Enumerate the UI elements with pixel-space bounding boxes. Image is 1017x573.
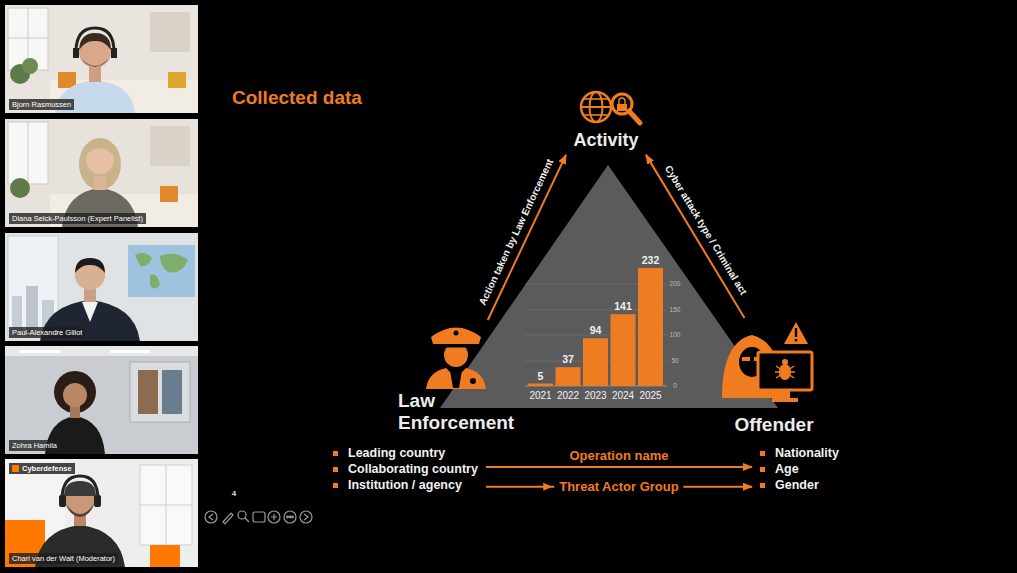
connector-arrow (646, 155, 745, 318)
bullet-square (333, 451, 338, 456)
participant-name: Zohra Hamila (9, 440, 60, 451)
bullet-square (333, 483, 338, 488)
hacker-icon (722, 322, 812, 402)
participant-name: Paul-Alexandre Gillot (9, 327, 85, 338)
video-tile: Diana Selck-Paulsson (Expert Panelist) (5, 119, 198, 227)
video-tile: Bjorn Rasmussen (5, 5, 198, 113)
list-item: Collaborating country (348, 462, 478, 476)
participant-name: Bjorn Rasmussen (9, 99, 74, 110)
bar-value: 141 (614, 301, 632, 312)
bullet-square (760, 483, 765, 488)
axis-tick: 200 (670, 281, 681, 288)
year-label: 2024 (612, 391, 634, 401)
slide-number: 4 (232, 490, 236, 498)
bullet-square (333, 467, 338, 472)
axis-tick: 150 (670, 307, 681, 314)
brand-name: Cyberdefense (22, 464, 72, 473)
list-row: Leading country (333, 445, 478, 461)
node-label: Activity (560, 130, 652, 151)
law-enforcement-node: Law Enforcement (398, 320, 530, 434)
bar-value: 94 (590, 325, 602, 336)
edge-label: Threat Actor Group (554, 480, 683, 494)
axis-tick: 100 (670, 332, 681, 339)
bar-value: 5 (538, 371, 544, 382)
year-label: 2025 (639, 391, 661, 401)
activity-node: Activity (560, 86, 652, 155)
list-row: Gender (760, 477, 839, 493)
arrow-head (543, 483, 552, 491)
node-label: Offender (715, 414, 833, 436)
list-item: Age (775, 462, 799, 476)
bullet-square (760, 467, 765, 472)
list-row: Nationality (760, 445, 839, 461)
edge-label: Operation name (569, 449, 668, 463)
axis-tick: 0 (673, 383, 677, 390)
bar-value: 232 (642, 255, 660, 266)
connector-arrow (488, 155, 566, 320)
year-label: 2023 (584, 391, 606, 401)
list-item: Leading country (348, 446, 445, 460)
offender-node: Offender (715, 318, 833, 436)
video-tile-scene (5, 459, 198, 567)
edge-label: Action taken by Law Enforcement (477, 157, 556, 307)
video-tile-scene (5, 346, 198, 454)
list-item: Gender (775, 478, 819, 492)
bullet-square (760, 451, 765, 456)
node-label: Law Enforcement (398, 390, 530, 434)
police-officer-icon (426, 328, 486, 390)
video-tile-scene (5, 5, 198, 113)
video-tile: CyberdefenseCharl van der Walt (Moderato… (5, 459, 198, 567)
video-tile-scene (5, 119, 198, 227)
brand-logo (12, 465, 19, 472)
video-tile: Paul-Alexandre Gillot (5, 233, 198, 341)
list-item: Nationality (775, 446, 839, 460)
video-tile: Zohra Hamila (5, 346, 198, 454)
presentation-toolbar (205, 511, 312, 524)
list-item: Institution / agency (348, 478, 462, 492)
attribute-list: NationalityAgeGender (752, 443, 847, 495)
participant-name: Charl van der Walt (Moderator) (9, 553, 118, 564)
brand-badge: Cyberdefense (9, 463, 75, 474)
connector-arrow (486, 466, 752, 468)
list-row: Age (760, 461, 839, 477)
list-row: Collaborating country (333, 461, 478, 477)
edge-label: Cyber attack type / Criminal act (662, 164, 748, 297)
attribute-list: Leading countryCollaborating countryInst… (325, 443, 486, 495)
year-label: 2021 (529, 391, 551, 401)
list-row: Institution / agency (333, 477, 478, 493)
activity-icon (581, 92, 640, 123)
bar-value: 37 (562, 354, 574, 365)
bar-chart (525, 268, 667, 386)
video-tile-scene (5, 233, 198, 341)
slide-title: Collected data (232, 87, 362, 109)
participant-name: Diana Selck-Paulsson (Expert Panelist) (9, 213, 146, 224)
axis-tick: 50 (671, 358, 678, 365)
year-label: 2022 (557, 391, 579, 401)
